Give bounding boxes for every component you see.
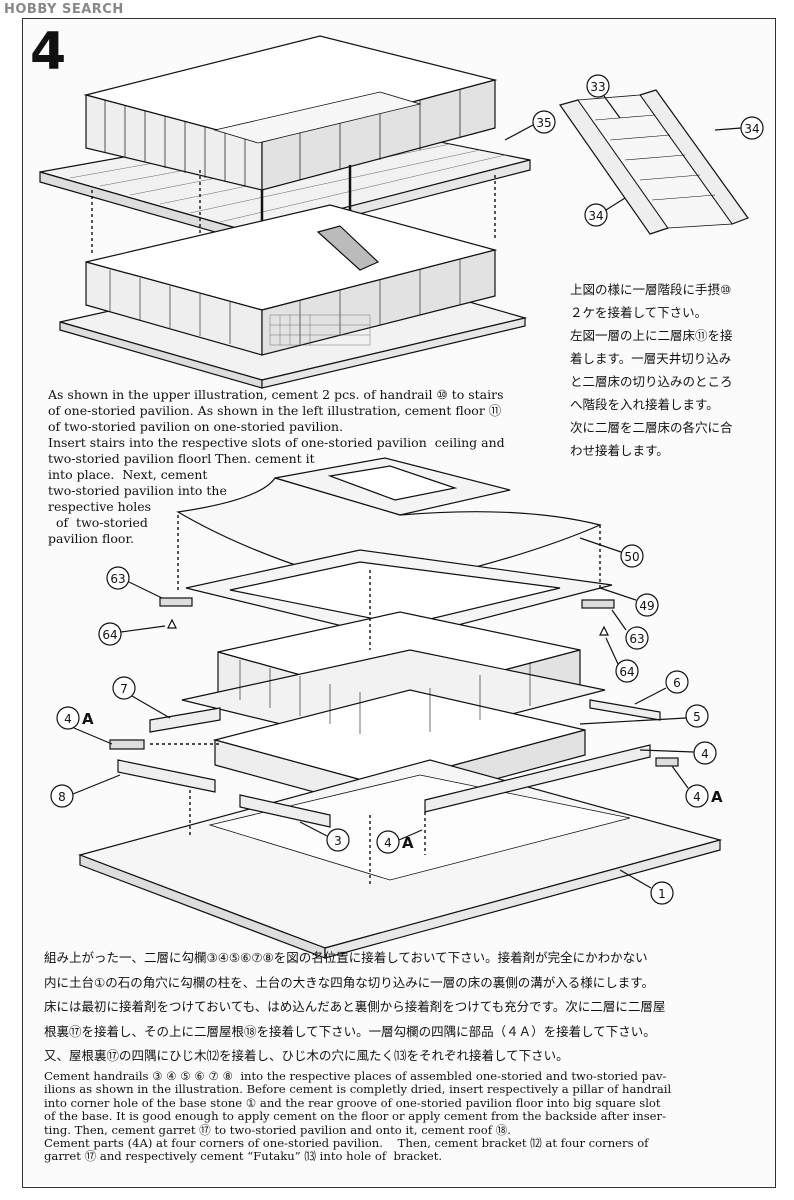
callout-63-right: 63 xyxy=(611,609,649,650)
instructions-en-3: Cement handrails ③ ④ ⑤ ⑥ ⑦ ⑧ into the re… xyxy=(44,1069,672,1164)
svg-text:5: 5 xyxy=(693,710,701,724)
svg-text:4: 4 xyxy=(64,712,72,726)
svg-text:33: 33 xyxy=(590,80,605,94)
two-storied-pavilion-upper xyxy=(39,35,531,243)
watermark: HOBBY SEARCH xyxy=(4,2,124,17)
futaku-64-left xyxy=(167,618,177,629)
svg-text:8: 8 xyxy=(58,790,66,804)
callout-64-left: 64 xyxy=(98,622,166,646)
callout-5: 5 xyxy=(579,704,709,728)
callout-6: 6 xyxy=(634,670,689,705)
svg-text:63: 63 xyxy=(110,572,125,586)
callout-4: 4 xyxy=(639,741,717,765)
svg-text:63: 63 xyxy=(629,632,644,646)
handrail-3 xyxy=(239,794,331,828)
svg-text:35: 35 xyxy=(536,116,551,130)
futaku-64-right xyxy=(599,625,609,636)
callout-1: 1 xyxy=(619,869,674,905)
svg-text:4: 4 xyxy=(384,836,392,850)
assembly-guides-lower xyxy=(150,515,601,885)
svg-text:4: 4 xyxy=(693,790,701,804)
bracket-63-right xyxy=(581,599,615,609)
base-stone-1 xyxy=(78,759,723,959)
instructions-jp-2: 組み上がった一、二層に勾欄③④⑤⑥⑦⑧を図の名位置に接着しておいて下さい。接着剤… xyxy=(44,950,666,1063)
instructions-jp-1: 上図の様に一層階段に手摂⑩ ２ケを接着して下さい。 左図一層の上に二層床⑪を接 … xyxy=(570,282,733,458)
step-number: 4 xyxy=(30,22,67,82)
callout-33: 33 xyxy=(586,74,621,119)
handrail-7 xyxy=(149,707,221,733)
instructions-en-2: into place. Next, cement two-storied pav… xyxy=(48,467,227,546)
svg-text:A: A xyxy=(82,710,94,728)
callout-35: 35 xyxy=(504,110,556,141)
callout-3: 3 xyxy=(299,821,350,852)
stairs-handrail-inset xyxy=(559,89,749,235)
callout-8: 8 xyxy=(50,774,121,808)
svg-text:A: A xyxy=(711,788,723,806)
svg-text:3: 3 xyxy=(334,834,342,848)
handrail-6 xyxy=(589,699,661,721)
svg-text:49: 49 xyxy=(639,599,654,613)
garret-49 xyxy=(185,549,613,641)
svg-text:4: 4 xyxy=(701,747,709,761)
callout-34-bottom: 34 xyxy=(584,197,626,227)
callout-63-left: 63 xyxy=(106,566,163,599)
one-storied-pavilion-upper xyxy=(59,204,528,389)
assembly-guides-upper xyxy=(91,170,496,300)
instructions-en-1: As shown in the upper illustration, ceme… xyxy=(48,387,505,466)
svg-text:64: 64 xyxy=(619,665,634,679)
svg-text:7: 7 xyxy=(120,682,128,696)
callout-4a-left: 4 A xyxy=(56,706,113,745)
callout-50: 50 xyxy=(579,537,644,568)
svg-text:A: A xyxy=(402,834,414,852)
callout-4a-right: 4 A xyxy=(671,765,723,808)
svg-text:64: 64 xyxy=(102,628,117,642)
part-4a-left xyxy=(109,739,145,750)
handrail-8 xyxy=(117,759,216,793)
callout-49: 49 xyxy=(599,587,659,617)
svg-text:34: 34 xyxy=(588,209,603,223)
callout-34-top: 34 xyxy=(714,116,764,140)
part-4a-right xyxy=(655,757,679,767)
callout-7: 7 xyxy=(112,676,171,719)
svg-text:34: 34 xyxy=(744,122,759,136)
bracket-63-left xyxy=(159,597,193,607)
svg-text:6: 6 xyxy=(673,676,681,690)
svg-text:50: 50 xyxy=(624,550,639,564)
callout-4a-center: 4 A xyxy=(376,829,423,854)
callout-64-right: 64 xyxy=(605,637,639,683)
svg-text:1: 1 xyxy=(658,887,666,901)
handrail-4 xyxy=(424,744,651,813)
